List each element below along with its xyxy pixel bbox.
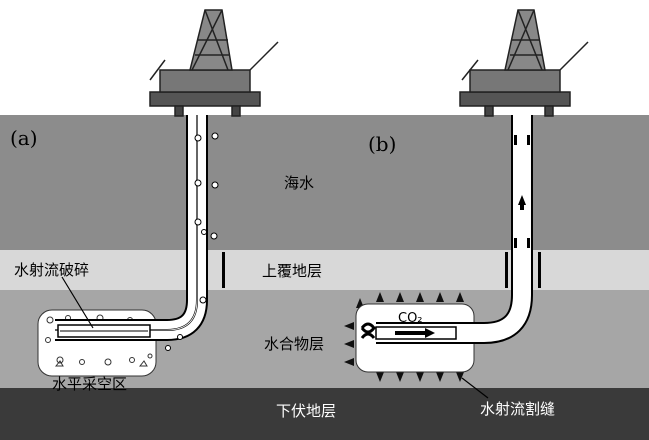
leader-jet-slitting (461, 377, 489, 399)
jet-slitting-label: 水射流割缝 (480, 400, 555, 418)
bubbles-a (165, 132, 219, 351)
seawater-label: 海水 (284, 174, 314, 192)
overburden-layer (0, 250, 649, 290)
flow-marks-b (514, 135, 530, 248)
panel-label-a: (a) (10, 126, 38, 150)
underburden-label: 下伏地层 (276, 402, 336, 420)
casing-mark-b-right (538, 252, 541, 288)
casing-mark-a-right (222, 252, 225, 288)
pipe-a (55, 115, 208, 341)
flow-arrow-b (395, 328, 435, 338)
seawater-layer (0, 115, 649, 250)
jet-crushing-label: 水射流破碎 (14, 261, 89, 279)
panel-label-b: (b) (368, 132, 396, 156)
overburden-label: 上覆地层 (262, 262, 322, 280)
leader-jet-crushing (61, 276, 94, 329)
drilling-platform-a (149, 9, 279, 117)
co2-label: CO₂ (398, 311, 423, 326)
underburden-layer (0, 388, 649, 440)
hydrate-layer-label: 水合物层 (264, 335, 324, 353)
pipe-b (376, 115, 533, 344)
co2-inflow-icon (360, 322, 376, 339)
horizontal-cavity-label: 水平采空区 (52, 375, 127, 393)
drilling-platform-b (459, 9, 589, 117)
casing-mark-b-left (505, 252, 508, 288)
